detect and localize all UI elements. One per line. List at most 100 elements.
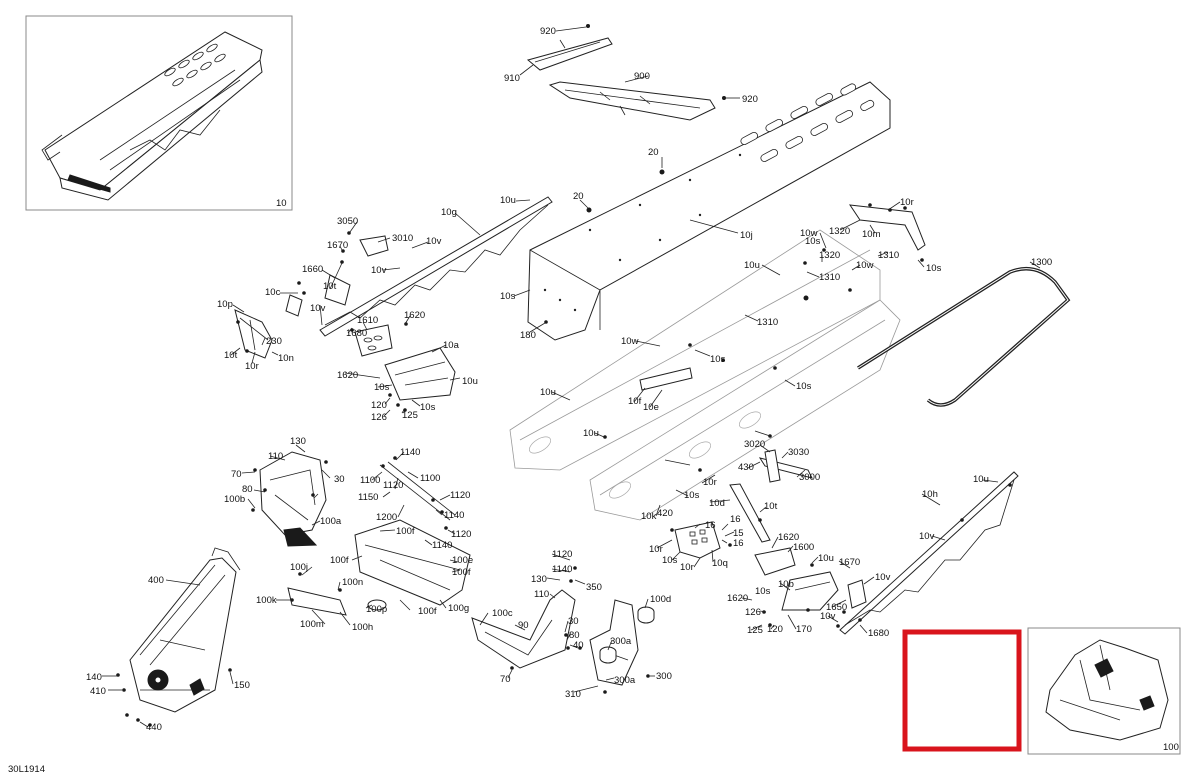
inset-front-frame-overview: 100 — [1027, 627, 1181, 755]
callout-label: 10k — [641, 511, 657, 522]
callout-label: 90 — [518, 620, 529, 631]
callout-label: 100g — [448, 603, 469, 614]
callout-label: 40 — [573, 640, 584, 651]
callout-label: 125 — [747, 625, 763, 636]
callout-label: 1150 — [358, 492, 378, 503]
callout-label: 10s — [926, 263, 942, 274]
callout-label: 10s — [420, 402, 436, 413]
callout-label: 16 — [705, 520, 716, 531]
callout-label: 1140 — [444, 510, 464, 521]
inset-label-front-frame: 100 — [1163, 742, 1179, 753]
callout-label: 100f — [452, 567, 471, 578]
callout-label: 16 — [733, 538, 744, 549]
callout-label: 120 — [767, 624, 783, 635]
callout-label: 1310 — [878, 250, 899, 261]
callout-label: 10w — [621, 336, 639, 347]
callout-label: 1620 — [727, 593, 748, 604]
callout-label: 180 — [520, 330, 536, 341]
callout-label: 900 — [634, 71, 650, 82]
callout-label: 125 — [402, 410, 418, 421]
callout-label: 126 — [371, 412, 387, 423]
callout-label: 430 — [738, 462, 754, 473]
callout-label: 10s — [805, 236, 821, 247]
callout-label: 20 — [648, 147, 659, 158]
steering-support-frame — [129, 547, 241, 713]
callout-label: 910 — [504, 73, 520, 84]
callout-label: 10v — [919, 531, 935, 542]
callout-label: 100p — [366, 604, 387, 615]
callout-label: 10r — [680, 562, 694, 573]
callout-label: 1660 — [302, 264, 323, 275]
callout-label: 100f — [396, 526, 415, 537]
callout-label: 1120 — [383, 480, 403, 491]
center-right-small-parts — [639, 204, 926, 611]
callout-label: 1120 — [451, 529, 471, 540]
bumper-bracket-detail — [534, 39, 601, 63]
bumper-bracket-part — [526, 37, 613, 71]
callout-label: 3050 — [337, 216, 358, 227]
callout-label: 10s — [500, 291, 516, 302]
callout-label: 120 — [371, 400, 387, 411]
diagram-id: 30L1914 — [8, 764, 45, 775]
callout-label: 10c — [265, 287, 281, 298]
callout-label: 100n — [342, 577, 363, 588]
callout-label: 920 — [742, 94, 758, 105]
rear-seal-inner — [857, 268, 1069, 406]
running-board-right — [839, 471, 1019, 635]
callout-label: 10s — [755, 586, 771, 597]
callout-label: 300a — [614, 675, 636, 686]
callout-label: 10d — [709, 498, 725, 509]
callout-label: 140 — [86, 672, 102, 683]
callout-label: 100c — [492, 608, 513, 619]
callout-label: 3030 — [788, 447, 809, 458]
callout-label: 10u — [744, 260, 760, 271]
callout-label: 410 — [90, 686, 106, 697]
callout-label: 10s — [796, 381, 812, 392]
callout-label: 10s — [374, 382, 390, 393]
callout-label: 10v — [875, 572, 891, 583]
callout-label: 10n — [278, 353, 294, 364]
callout-label: 230 — [266, 336, 282, 347]
callout-label: 10a — [443, 340, 460, 351]
callout-label: 20 — [573, 191, 584, 202]
callout-label: 10e — [643, 402, 659, 413]
callout-label: 100d — [650, 594, 671, 605]
callout-label: 130 — [531, 574, 547, 585]
callout-label: 1310 — [757, 317, 778, 328]
callout-label: 80 — [569, 630, 580, 641]
callout-label: 100e — [452, 555, 473, 566]
callout-label: 130 — [290, 436, 306, 447]
callout-label: 1670 — [839, 557, 860, 568]
inset-label-tunnel: 10 — [276, 198, 287, 209]
callout-label: 10r — [245, 361, 259, 372]
callout-label: 1620 — [337, 370, 358, 381]
callout-label: 10u — [500, 195, 516, 206]
callout-label: 10u — [973, 474, 989, 485]
callout-label: 420 — [657, 508, 673, 519]
callout-label: 100k — [256, 595, 277, 606]
callout-label: 1670 — [327, 240, 348, 251]
callout-label: 126 — [745, 607, 761, 618]
callout-label: 1200 — [376, 512, 397, 523]
callout-label: 70 — [231, 469, 242, 480]
callout-label: 10h — [922, 489, 938, 500]
callout-label: 10f — [628, 396, 642, 407]
front-frame-parts — [259, 451, 655, 686]
callout-label: 10u — [462, 376, 478, 387]
callout-label: 1650 — [826, 602, 847, 613]
callout-label: 10u — [583, 428, 599, 439]
callout-label: 300a — [610, 636, 632, 647]
callout-label: 1120 — [552, 549, 572, 560]
callout-label: 100f — [418, 606, 437, 617]
callout-label: 3010 — [392, 233, 413, 244]
callout-label: 10v — [820, 611, 836, 622]
callout-label: 10v — [371, 265, 387, 276]
callout-label: 10m — [862, 229, 881, 240]
callout-label: 10w — [800, 228, 818, 239]
callout-label: 10s — [684, 490, 700, 501]
callout-label: 10s — [662, 555, 678, 566]
callout-label: 80 — [242, 484, 253, 495]
callout-label: 1620 — [404, 310, 425, 321]
callout-labels: 920 910 900 920 20 20 10u 10g 10j 3050 3… — [86, 26, 1052, 733]
